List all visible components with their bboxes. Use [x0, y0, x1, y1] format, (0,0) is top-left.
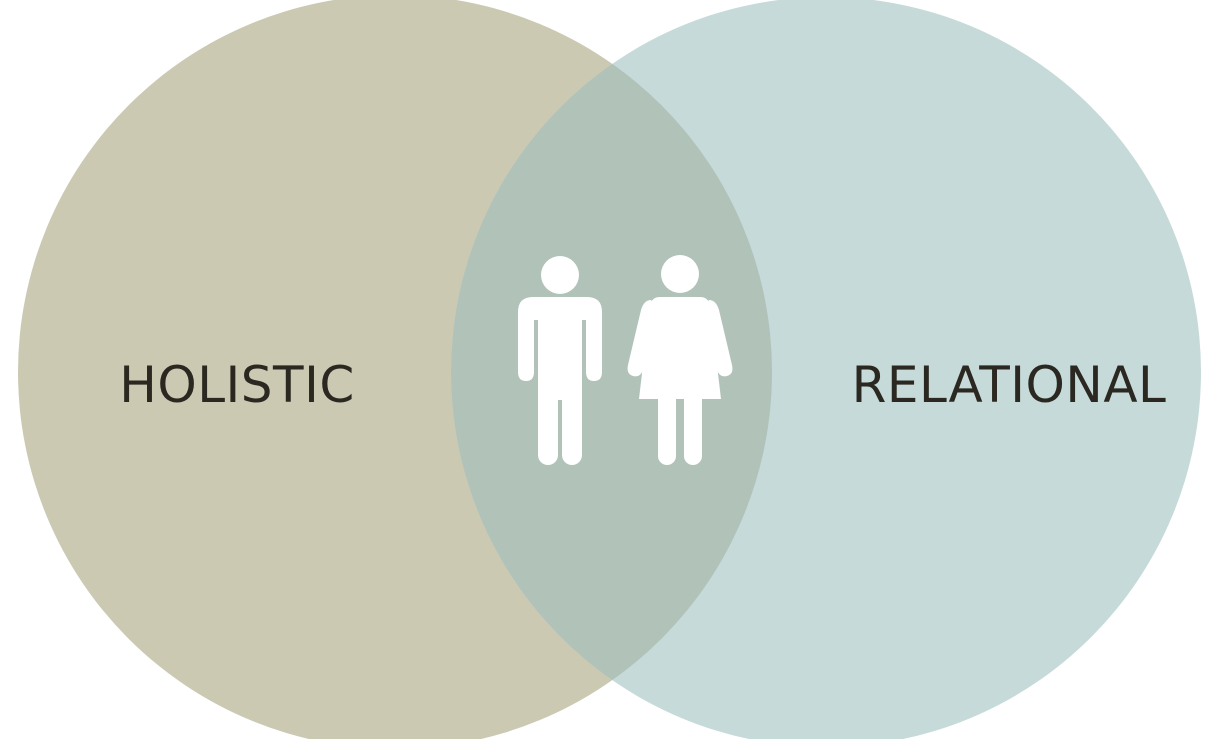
female-person-icon: [627, 255, 733, 465]
relational-label: RELATIONAL: [852, 356, 1167, 414]
venn-overlap-region: [451, 0, 772, 739]
holistic-label: HOLISTIC: [119, 356, 355, 414]
male-person-icon: [518, 256, 602, 465]
